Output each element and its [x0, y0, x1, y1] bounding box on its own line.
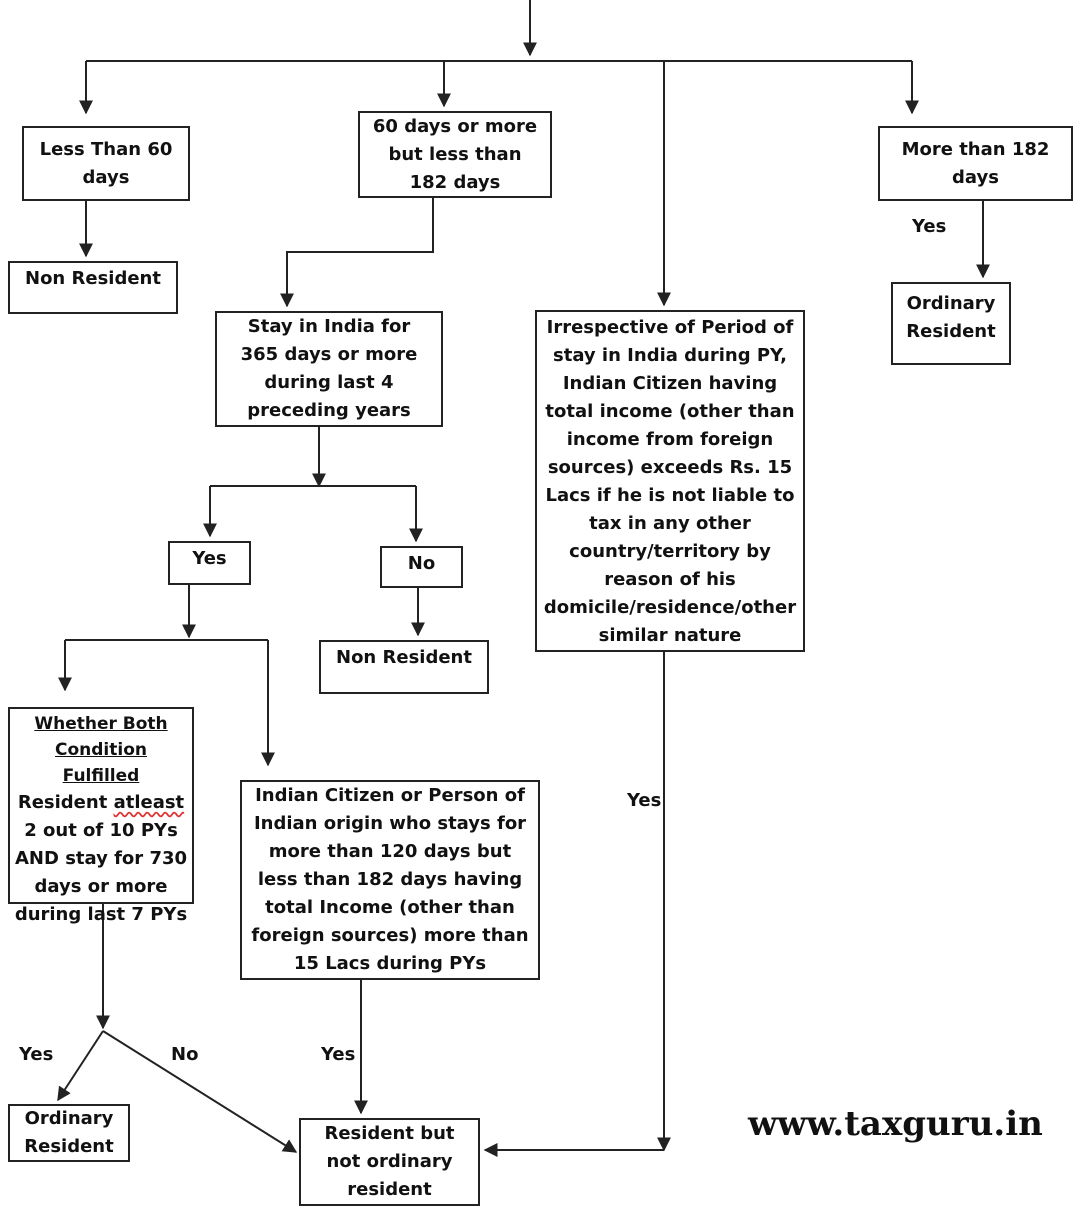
- node-text: Ordinary Resident: [906, 293, 996, 342]
- node-text: No: [407, 553, 436, 574]
- node-60-to-182-days: 60 days or more but less than 182 days: [358, 111, 552, 198]
- node-text: Ordinary Resident: [24, 1108, 114, 1157]
- node-both-conditions: Whether Both Condition Fulfilled Residen…: [8, 707, 194, 925]
- node-non-resident-2: Non Resident: [319, 640, 489, 694]
- node-ordinary-resident-1: Ordinary Resident: [891, 282, 1011, 365]
- site-watermark: www.taxguru.in: [748, 1104, 1043, 1144]
- wire-60182-to-stay365: [280, 198, 434, 308]
- both-condition-body-wavy: atleast: [113, 792, 185, 813]
- both-condition-body-pre: Resident: [17, 792, 114, 813]
- node-text: Indian Citizen or Person of Indian origi…: [251, 785, 529, 974]
- node-more-than-182-days: More than 182 days: [878, 126, 1073, 201]
- edge-label-yes-both-conditions: Yes: [19, 1044, 54, 1065]
- node-resident-not-ordinary: Resident but not ordinary resident: [299, 1118, 480, 1206]
- node-text: Non Resident: [25, 268, 161, 289]
- node-irrespective-of-period: Irrespective of Period of stay in India …: [535, 310, 805, 652]
- node-stay-365-days: Stay in India for 365 days or more durin…: [215, 311, 443, 427]
- both-condition-heading-line1: Whether Both: [34, 714, 168, 734]
- node-yes: Yes: [168, 541, 251, 585]
- node-text: Irrespective of Period of stay in India …: [543, 317, 797, 646]
- node-indian-citizen-120-days: Indian Citizen or Person of Indian origi…: [240, 780, 540, 980]
- both-condition-body-post: 2 out of 10 PYs AND stay for 730 days or…: [14, 820, 188, 925]
- both-condition-body: Resident atleast 2 out of 10 PYs AND sta…: [14, 789, 188, 929]
- node-text: Less Than 60 days: [39, 138, 173, 188]
- edge-label-yes-irrespective: Yes: [627, 790, 662, 811]
- node-text: Resident but not ordinary resident: [324, 1123, 455, 1200]
- node-ordinary-resident-2: Ordinary Resident: [8, 1104, 130, 1162]
- wire-both-no: [102, 1030, 298, 1153]
- node-no: No: [380, 546, 463, 588]
- edge-label-no-both-conditions: No: [171, 1044, 199, 1065]
- edge-label-yes-citizen: Yes: [321, 1044, 356, 1065]
- node-non-resident-1: Non Resident: [8, 261, 178, 314]
- edge-label-yes-more-182: Yes: [912, 216, 947, 237]
- node-text: Yes: [192, 548, 227, 569]
- node-text: Non Resident: [336, 647, 472, 668]
- node-text: Stay in India for 365 days or more durin…: [240, 316, 418, 421]
- node-text: More than 182 days: [901, 138, 1050, 188]
- node-less-than-60-days: Less Than 60 days: [22, 126, 190, 201]
- node-text: 60 days or more but less than 182 days: [372, 115, 538, 193]
- wire-both-yes: [57, 1030, 104, 1102]
- both-condition-heading-line2: Condition Fulfilled: [55, 740, 147, 786]
